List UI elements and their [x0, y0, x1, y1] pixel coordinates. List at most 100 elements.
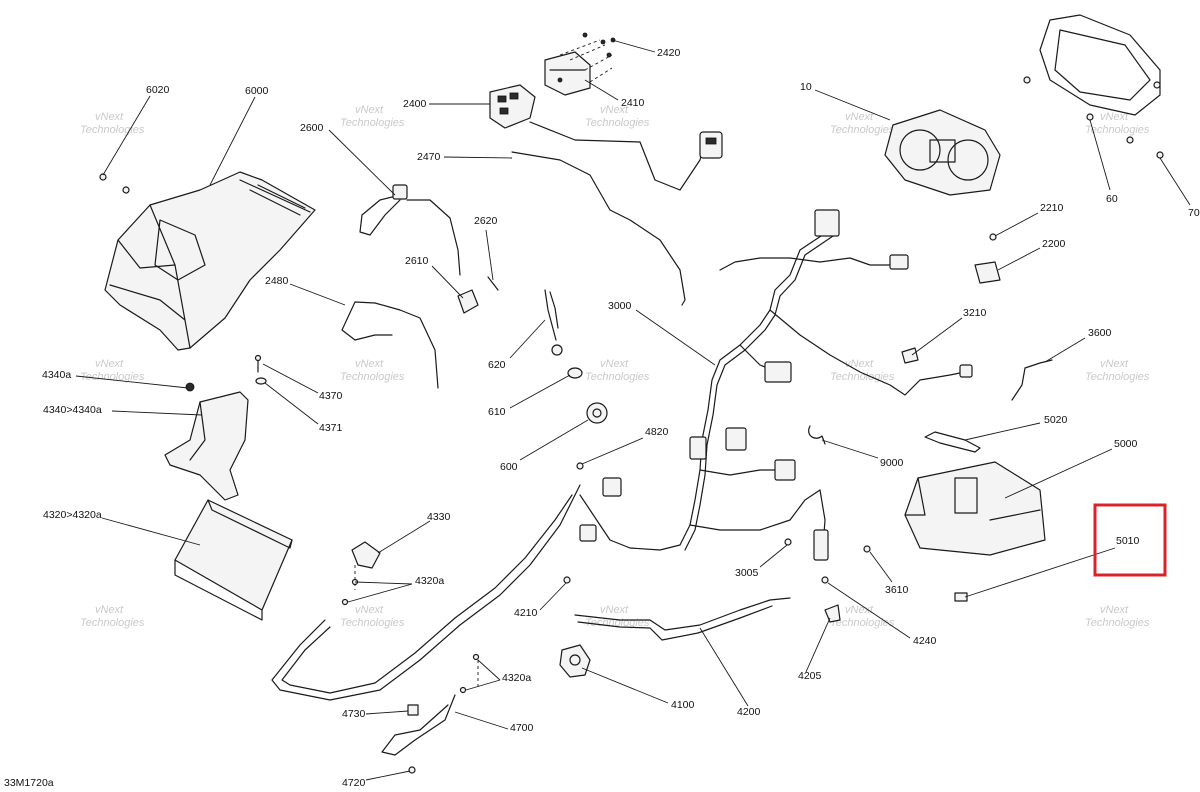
callout-4720[interactable]: 4720	[342, 777, 366, 789]
part-4370-screw[interactable]	[254, 354, 262, 373]
part-4720-screw[interactable]	[408, 766, 416, 774]
callout-4371[interactable]: 4371	[319, 422, 343, 434]
svg-text:Technologies: Technologies	[340, 371, 405, 383]
part-3210-sensor[interactable]	[901, 347, 919, 364]
part-4205-terminal[interactable]	[824, 604, 841, 623]
callout-4330[interactable]: 4330	[427, 511, 451, 523]
callout-4100[interactable]: 4100	[671, 699, 695, 711]
part-4100-solenoid[interactable]	[559, 644, 591, 678]
part-3000-main-harness[interactable]	[579, 209, 973, 561]
part-2620-pin[interactable]	[487, 276, 499, 291]
callout-4730[interactable]: 4730	[342, 708, 366, 720]
part-3600-cable[interactable]	[1011, 359, 1053, 401]
part-2400-switch[interactable]	[489, 84, 706, 191]
callout-4320a-lower[interactable]: 4320a	[502, 672, 531, 684]
callout-4210[interactable]: 4210	[514, 607, 538, 619]
part-4730-clip[interactable]	[407, 704, 419, 716]
part-3610-screw[interactable]	[863, 545, 871, 553]
callout-2400[interactable]: 2400	[403, 98, 427, 110]
callout-2420[interactable]: 2420	[657, 47, 681, 59]
callout-4370[interactable]: 4370	[319, 390, 343, 402]
part-2480-cable[interactable]	[341, 301, 439, 389]
callout-70[interactable]: 70	[1188, 207, 1200, 219]
part-4210-nut[interactable]	[563, 576, 571, 584]
callout-4205[interactable]: 4205	[798, 670, 822, 682]
callout-60[interactable]: 60	[1106, 193, 1118, 205]
callout-3600[interactable]: 3600	[1088, 327, 1112, 339]
callout-5010[interactable]: 5010	[1116, 535, 1140, 547]
part-2210-screw[interactable]	[989, 233, 997, 241]
part-4820-nut[interactable]	[576, 462, 584, 470]
part-5000-module[interactable]	[904, 461, 1046, 556]
svg-text:Technologies: Technologies	[585, 371, 650, 383]
part-70-fasteners[interactable]	[1023, 76, 1164, 159]
part-4200-cable[interactable]	[574, 597, 791, 641]
part-4340a-nut[interactable]	[185, 382, 195, 392]
part-4320-battery[interactable]	[174, 499, 293, 621]
part-9000-clip[interactable]	[808, 425, 826, 445]
callout-610[interactable]: 610	[488, 406, 506, 418]
svg-text:vNext: vNext	[600, 358, 629, 370]
part-4240-screw[interactable]	[821, 576, 829, 584]
callout-10[interactable]: 10	[800, 81, 812, 93]
callout-2600[interactable]: 2600	[300, 122, 324, 134]
callout-2620[interactable]: 2620	[474, 215, 498, 227]
part-2470-cable[interactable]	[511, 151, 686, 306]
callout-4320a[interactable]: 4320a	[415, 575, 444, 587]
callout-2470[interactable]: 2470	[417, 151, 441, 163]
callout-3000[interactable]: 3000	[608, 300, 632, 312]
part-4700-strap[interactable]	[381, 694, 456, 756]
callout-3610[interactable]: 3610	[885, 584, 909, 596]
part-5020-bracket[interactable]	[924, 431, 981, 453]
callout-5000[interactable]: 5000	[1114, 438, 1138, 450]
part-620-lanyard[interactable]	[544, 289, 563, 356]
callout-3210[interactable]: 3210	[963, 307, 987, 319]
callout-4700[interactable]: 4700	[510, 722, 534, 734]
callout-4340-4340a[interactable]: 4340>4340a	[43, 404, 102, 416]
callout-2210[interactable]: 2210	[1040, 202, 1064, 214]
callout-620[interactable]: 620	[488, 359, 506, 371]
callout-2480[interactable]: 2480	[265, 275, 289, 287]
callout-2410[interactable]: 2410	[621, 97, 645, 109]
part-10-gauge-cluster[interactable]	[884, 109, 1001, 196]
part-2600-sensor[interactable]	[359, 184, 461, 276]
part-6020-screw[interactable]	[99, 173, 130, 194]
callout-4340a[interactable]: 4340a	[42, 369, 71, 381]
part-2410-housing[interactable]	[544, 51, 591, 96]
callout-3005[interactable]: 3005	[735, 567, 759, 579]
callout-2610[interactable]: 2610	[405, 255, 429, 267]
part-610-ring[interactable]	[567, 367, 583, 379]
callout-9000[interactable]: 9000	[880, 457, 904, 469]
svg-text:Technologies: Technologies	[80, 617, 145, 629]
leader-lines	[75, 39, 1191, 781]
callout-4200[interactable]: 4200	[737, 706, 761, 718]
part-6000-cover[interactable]	[104, 171, 316, 351]
callout-4240[interactable]: 4240	[913, 635, 937, 647]
part-2200-sensor[interactable]	[974, 261, 1001, 284]
callout-2200[interactable]: 2200	[1042, 238, 1066, 250]
callout-6020[interactable]: 6020	[146, 84, 170, 96]
part-battery-cable[interactable]	[271, 484, 581, 701]
part-4340-bracket[interactable]	[164, 391, 249, 501]
part-600-knob[interactable]	[586, 402, 608, 424]
callout-5020[interactable]: 5020	[1044, 414, 1068, 426]
part-connector	[699, 131, 723, 159]
callout-4820[interactable]: 4820	[645, 426, 669, 438]
callout-4320-4320a[interactable]: 4320>4320a	[43, 509, 102, 521]
highlight-box-5010	[1093, 503, 1167, 577]
part-2610-grommet[interactable]	[457, 289, 479, 314]
part-60-bezel[interactable]	[1039, 14, 1161, 116]
part-4371-washer[interactable]	[255, 377, 267, 385]
callout-6000[interactable]: 6000	[245, 85, 269, 97]
svg-text:Technologies: Technologies	[1085, 617, 1150, 629]
part-5010-fuse[interactable]	[954, 592, 968, 602]
part-4330-cap[interactable]	[351, 541, 381, 569]
part-3005-screw[interactable]	[784, 538, 792, 546]
callout-600[interactable]: 600	[500, 461, 518, 473]
